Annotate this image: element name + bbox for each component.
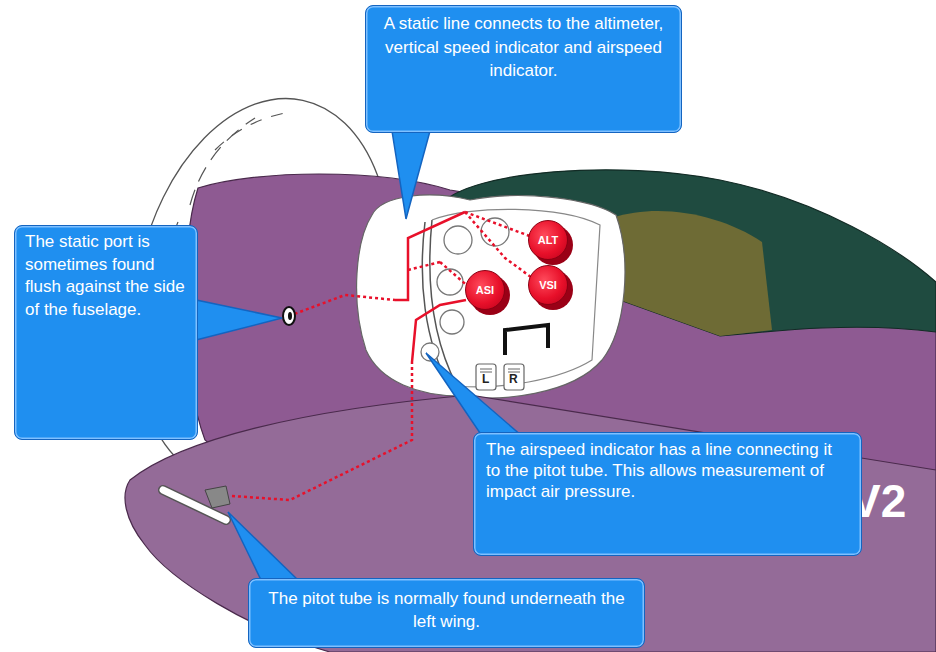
callout-box: A static line connects to the altimeter,… bbox=[365, 5, 682, 133]
callout-text: The pitot tube is normally found underne… bbox=[265, 587, 628, 633]
canopy-frame bbox=[612, 211, 772, 336]
static-port bbox=[283, 307, 295, 325]
callout-box: The airspeed indicator has a line connec… bbox=[473, 432, 862, 556]
gauge bbox=[444, 226, 472, 254]
left-wing bbox=[125, 395, 936, 652]
instrument-label: VSI bbox=[539, 279, 557, 291]
callout-text: A static line connects to the altimeter,… bbox=[382, 12, 665, 83]
propeller-blur bbox=[215, 112, 290, 150]
panel-label: R bbox=[509, 373, 518, 385]
cockpit-cutaway bbox=[357, 195, 625, 398]
callout-pointer bbox=[196, 300, 282, 340]
pitot-line bbox=[232, 362, 412, 500]
callout-text: The static port is sometimes found flush… bbox=[25, 231, 187, 322]
switch-plate bbox=[504, 364, 524, 390]
static-line bbox=[395, 212, 465, 300]
pitot-mount bbox=[205, 486, 230, 508]
callout-pointer bbox=[228, 512, 300, 582]
instrument-label: ALT bbox=[538, 234, 559, 246]
switch-plate bbox=[476, 364, 496, 390]
static-port-hole bbox=[288, 312, 292, 320]
callout-pointer bbox=[392, 131, 430, 219]
altimeter-knob: ALT bbox=[528, 220, 568, 260]
gauge bbox=[440, 310, 464, 334]
callout-box: The static port is sometimes found flush… bbox=[14, 225, 198, 440]
vertical-speed-indicator-knob: VSI bbox=[528, 265, 568, 305]
static-line bbox=[289, 295, 395, 316]
airspeed-indicator-knob: ASI bbox=[465, 270, 505, 310]
callout-text: The airspeed indicator has a line connec… bbox=[486, 439, 849, 502]
pitot-line bbox=[412, 300, 466, 362]
static-line bbox=[408, 212, 535, 280]
callout-box: The pitot tube is normally found underne… bbox=[248, 578, 645, 648]
switch-marks bbox=[480, 369, 520, 372]
instrument-label: ASI bbox=[476, 284, 494, 296]
instrument-panel bbox=[432, 209, 600, 387]
control-yoke bbox=[505, 325, 548, 355]
gauge bbox=[437, 269, 463, 295]
panel-label: L bbox=[482, 373, 489, 385]
callout-pointer bbox=[426, 353, 522, 436]
